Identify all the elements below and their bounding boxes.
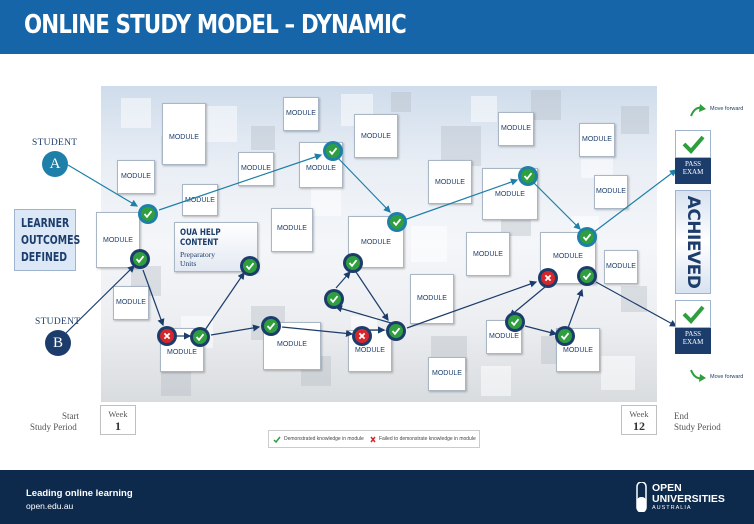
check-node [190, 327, 210, 347]
module-box: MODULE [283, 97, 319, 131]
module-box: MODULE [579, 123, 615, 157]
check-node [343, 253, 363, 273]
student-b-badge: B [45, 330, 71, 356]
module-box: MODULE [428, 357, 466, 391]
footer-site[interactable]: open.edu.au [26, 501, 74, 511]
header-bar: ONLINE STUDY MODEL – DYNAMIC [0, 0, 754, 54]
module-box: MODULE [162, 103, 206, 165]
fail-node [157, 326, 177, 346]
module-box: MODULE [354, 114, 398, 158]
pass-exam-b [675, 300, 711, 328]
check-icon [682, 135, 705, 154]
cross-icon [370, 436, 376, 443]
module-box: MODULE [117, 160, 155, 194]
module-box: MODULE [238, 152, 274, 186]
module-box: MODULE [466, 232, 510, 276]
check-node [505, 312, 525, 332]
module-box: MODULE [410, 274, 454, 324]
check-node [261, 316, 281, 336]
module-box: MODULE [182, 184, 218, 216]
page-title: ONLINE STUDY MODEL – DYNAMIC [24, 10, 407, 40]
module-box: MODULE [604, 250, 638, 284]
check-icon [682, 305, 705, 324]
pass-exam-a [675, 130, 711, 158]
logo-mark-icon [636, 482, 647, 512]
start-line2: Study Period [30, 422, 77, 432]
check-node [130, 249, 150, 269]
end-line2: Study Period [674, 422, 721, 432]
check-node [138, 204, 158, 224]
module-box: MODULE [498, 112, 534, 146]
check-node [324, 289, 344, 309]
legend-fail: Failed to demonstrate knowledge in modul… [379, 436, 476, 442]
fail-node [352, 326, 372, 346]
move-forward-top: Move forward [710, 106, 744, 112]
module-box: MODULE [113, 286, 149, 320]
legend: Demonstrated knowledge in module Failed … [268, 430, 480, 448]
legend-ok: Demonstrated knowledge in module [284, 436, 364, 442]
check-node [577, 227, 597, 247]
check-node [240, 256, 260, 276]
learner-outcomes-box: LEARNER OUTCOMES DEFINED [14, 209, 80, 271]
footer-bar [0, 470, 754, 524]
move-forward-bottom: Move forward [710, 374, 744, 380]
end-line1: End [674, 411, 689, 421]
start-line1: Start [62, 411, 79, 421]
student-a-label: STUDENT [32, 138, 78, 148]
footer-tagline: Leading online learning [26, 488, 133, 499]
module-box: MODULE [556, 328, 600, 372]
check-node [555, 326, 575, 346]
check-node [386, 321, 406, 341]
module-box: MODULE [594, 175, 628, 209]
check-node [387, 212, 407, 232]
student-a-badge: A [42, 151, 68, 177]
check-icon [273, 436, 281, 444]
fail-node [538, 268, 558, 288]
module-box: MODULE [271, 208, 313, 252]
check-node [323, 141, 343, 161]
check-node [577, 266, 597, 286]
student-b-label: STUDENT [35, 317, 81, 327]
achieved-banner: ACHIEVED [675, 190, 711, 294]
check-node [518, 166, 538, 186]
